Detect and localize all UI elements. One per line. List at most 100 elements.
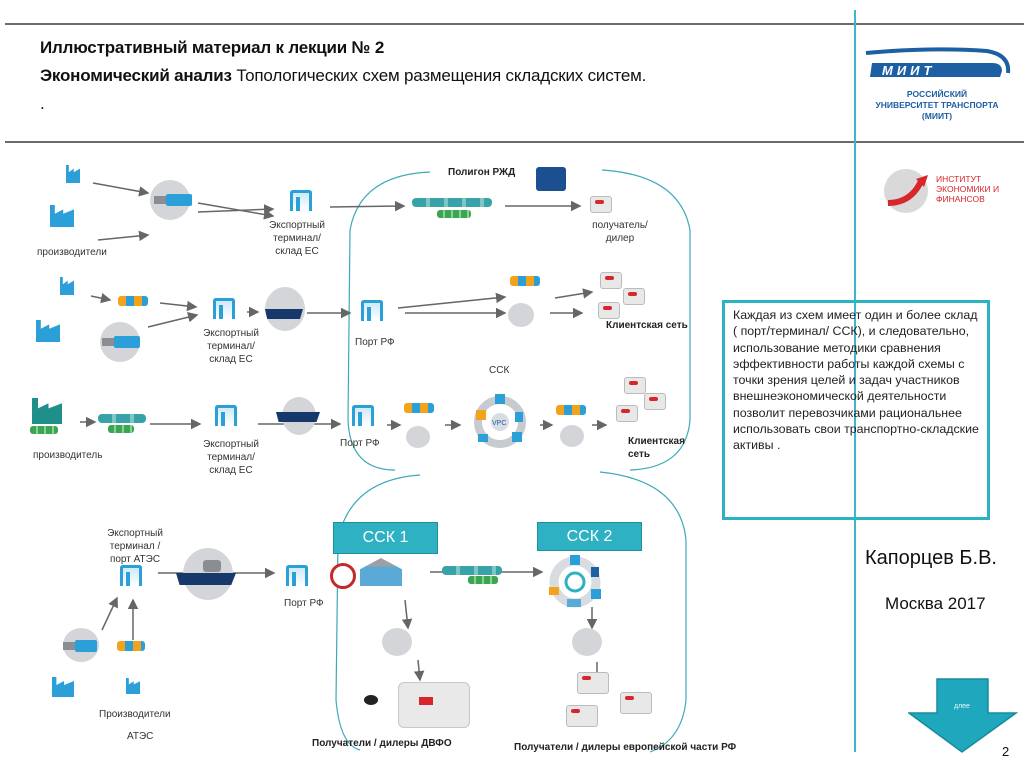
ship-hull	[276, 412, 320, 422]
forklift-truck-icon	[63, 628, 99, 662]
car-transport-icon	[118, 296, 148, 306]
label-line: терминал/	[273, 233, 321, 244]
rzd-polygon-outline	[347, 169, 691, 471]
city-year: Москва 2017	[885, 594, 986, 613]
train-icon	[98, 414, 146, 423]
label-line: получатель/	[592, 220, 648, 231]
producers-region-label: АТЭС	[127, 731, 154, 742]
subtitle-rest: Топологических схем размещения складских…	[231, 66, 647, 85]
institute-line: ФИНАНСОВ	[936, 194, 985, 204]
dealer-icon	[616, 405, 638, 422]
car-keys-icon	[364, 695, 378, 705]
institute-logo	[882, 167, 930, 215]
car-transport-icon	[510, 276, 540, 286]
ssk-hub-icon: VPC	[470, 390, 530, 454]
miit-wordmark: МИИТ	[882, 63, 935, 78]
client-network-label: Клиентская сеть	[628, 435, 685, 461]
diagram-connectors	[80, 169, 691, 753]
label-line: порт АТЭС	[109, 554, 161, 565]
dealer-icon	[623, 288, 645, 305]
miit-line: (МИИТ)	[921, 111, 953, 121]
miit-line: РОССИЙСКИЙ	[906, 89, 968, 99]
tractor-icon	[203, 560, 221, 572]
label-line: склад ЕС	[209, 465, 253, 476]
dealer-icon	[644, 393, 666, 410]
forklift-truck-icon	[100, 322, 140, 362]
car-carrier-wagon-icon	[108, 425, 134, 433]
car-truck-icon	[572, 628, 602, 656]
institute-logo-graphic	[884, 169, 928, 213]
vertical-divider	[854, 10, 856, 752]
miit-line: УНИВЕРСИТЕТ ТРАНСПОРТА	[875, 100, 999, 110]
label-line: терминал /	[109, 541, 161, 552]
warehouse-gate-icon	[213, 298, 235, 319]
dealer-icon	[590, 196, 612, 213]
car-truck-icon	[560, 425, 584, 447]
port-gate-icon	[286, 565, 308, 586]
ssk-label: ССК	[489, 365, 510, 376]
car-carrier-wagon-icon	[468, 576, 498, 584]
ssk2-hub-graphic	[549, 555, 601, 608]
dealer-icon	[620, 692, 652, 714]
truck-icon	[154, 194, 192, 206]
institute-line: ЭКОНОМИКИ И	[936, 184, 1000, 194]
miit-caption: РОССИЙСКИЙ УНИВЕРСИТЕТ ТРАНСПОРТА (МИИТ)	[862, 89, 1012, 122]
ssk2-hub-icon	[545, 553, 605, 611]
ship-hull	[265, 309, 303, 319]
factory-icon	[32, 398, 62, 424]
slide-subtitle: Экономический анализ Топологических схем…	[40, 66, 646, 86]
warehouse-gate-icon	[290, 190, 312, 211]
producers-label: производители	[37, 247, 107, 258]
next-slide-button[interactable]: длее	[906, 678, 1019, 753]
info-box: Каждая из схем имеет один и более склад …	[722, 300, 990, 520]
ship-hull	[176, 573, 236, 585]
truck-icon	[102, 336, 140, 348]
train-icon	[442, 566, 502, 575]
factory-with-cars-icon	[30, 398, 66, 434]
receivers-europe-label: Получатели / дилеры европейской части РФ	[514, 742, 737, 753]
lecture-title: Иллюстративный материал к лекции № 2	[40, 38, 385, 57]
operator-computer-icon	[536, 167, 566, 191]
label-line: Экспортный	[203, 328, 259, 339]
top-divider	[5, 23, 1024, 25]
producers-label: Производители	[99, 709, 171, 720]
label-line: склад ЕС	[275, 246, 319, 257]
dealer-icon	[624, 377, 646, 394]
ssk2-box: ССК 2	[537, 522, 642, 551]
port-rf-label: Порт РФ	[340, 438, 380, 449]
export-terminal-label: Экспортный терминал/ склад ЕС	[262, 219, 332, 258]
dealership-building-icon	[398, 682, 470, 728]
receivers-far-east-label: Получатели / дилеры ДВФО	[312, 738, 452, 749]
receiver-dealer-label: получатель/ дилер	[585, 219, 655, 245]
dealer-logo	[419, 697, 433, 705]
subtitle-bold: Экономический анализ	[40, 66, 232, 85]
next-label: длее	[954, 703, 970, 710]
export-terminal-label: Экспортный терминал/ склад ЕС	[196, 327, 266, 366]
label-line: сеть	[628, 449, 651, 460]
title-dot: .	[40, 94, 45, 113]
dealer-icon	[566, 705, 598, 727]
hub-label: VPC	[492, 420, 506, 427]
car-transport-icon	[404, 403, 434, 413]
port-rf-label: Порт РФ	[355, 337, 395, 348]
label-line: Экспортный	[107, 528, 163, 539]
rzd-polygon-label: Полигон РЖД	[448, 167, 516, 178]
miit-logo: МИИТ	[862, 45, 1012, 85]
port-gate-icon	[352, 405, 374, 426]
train-icon	[412, 198, 492, 207]
client-network-label: Клиентская сеть	[606, 320, 688, 331]
label-line: терминал/	[207, 452, 255, 463]
institute-line: ИНСТИТУТ	[936, 174, 982, 184]
ship-icon	[265, 287, 305, 331]
author-name: Капорцев Б.В.	[865, 547, 997, 569]
label-line: Экспортный	[269, 220, 325, 231]
car-truck-icon	[508, 303, 534, 327]
label-line: дилер	[605, 233, 635, 244]
port-rf-label: Порт РФ	[284, 598, 324, 609]
warehouse-gate-icon	[120, 565, 142, 586]
label-line: склад ЕС	[209, 354, 253, 365]
miit-logo-graphic: МИИТ	[865, 47, 1011, 78]
ship-icon	[176, 548, 236, 600]
car-truck-icon	[382, 628, 412, 656]
ssk1-box: ССК 1	[333, 522, 438, 554]
